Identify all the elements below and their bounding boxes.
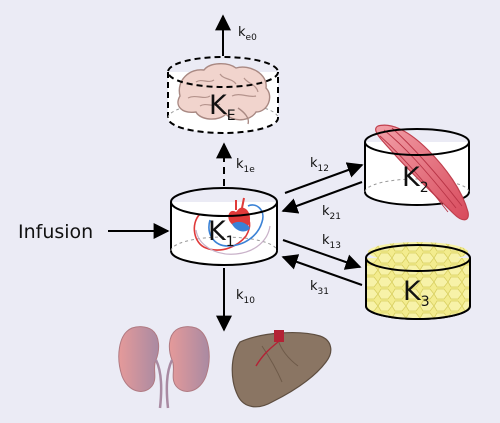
rate-labels: ke0 k1e k12 k21 k13 k31 k10	[236, 25, 341, 306]
k13-arrow	[282, 239, 362, 270]
k12-arrow	[284, 162, 364, 194]
fat-compartment: K3	[365, 242, 471, 320]
rate-k10: k10	[236, 288, 255, 306]
rate-k1e: k1e	[236, 157, 255, 175]
central-compartment: K1	[170, 187, 278, 266]
infusion-label: Infusion	[18, 221, 93, 243]
rate-ke0: ke0	[238, 25, 257, 43]
k31-arrow	[281, 254, 363, 286]
effect-subscript: E	[227, 108, 236, 124]
rate-k21: k21	[322, 204, 341, 222]
muscle-letter: K	[402, 162, 421, 193]
fat-subscript: 3	[421, 294, 430, 310]
muscle-compartment: K2	[364, 124, 470, 221]
liver-icon	[231, 330, 332, 408]
heart-icon	[193, 197, 271, 255]
brain-icon	[177, 63, 271, 125]
effect-compartment: KE	[167, 56, 279, 134]
muscle-subscript: 2	[420, 180, 429, 196]
rate-k12: k12	[310, 156, 329, 174]
fat-letter: K	[403, 276, 422, 307]
k21-arrow	[281, 181, 363, 214]
svg-text:K2: K2	[402, 162, 429, 196]
central-letter: K	[208, 216, 227, 247]
muscle-icon	[375, 124, 469, 221]
rate-k31: k31	[310, 279, 329, 297]
kidneys-icon	[118, 326, 210, 409]
effect-letter: K	[209, 90, 228, 121]
svg-text:KE: KE	[209, 90, 236, 124]
rate-k13: k13	[322, 233, 341, 251]
svg-text:K1: K1	[208, 216, 235, 250]
central-subscript: 1	[226, 234, 235, 250]
svg-text:K3: K3	[403, 276, 430, 310]
arrows	[108, 14, 364, 332]
